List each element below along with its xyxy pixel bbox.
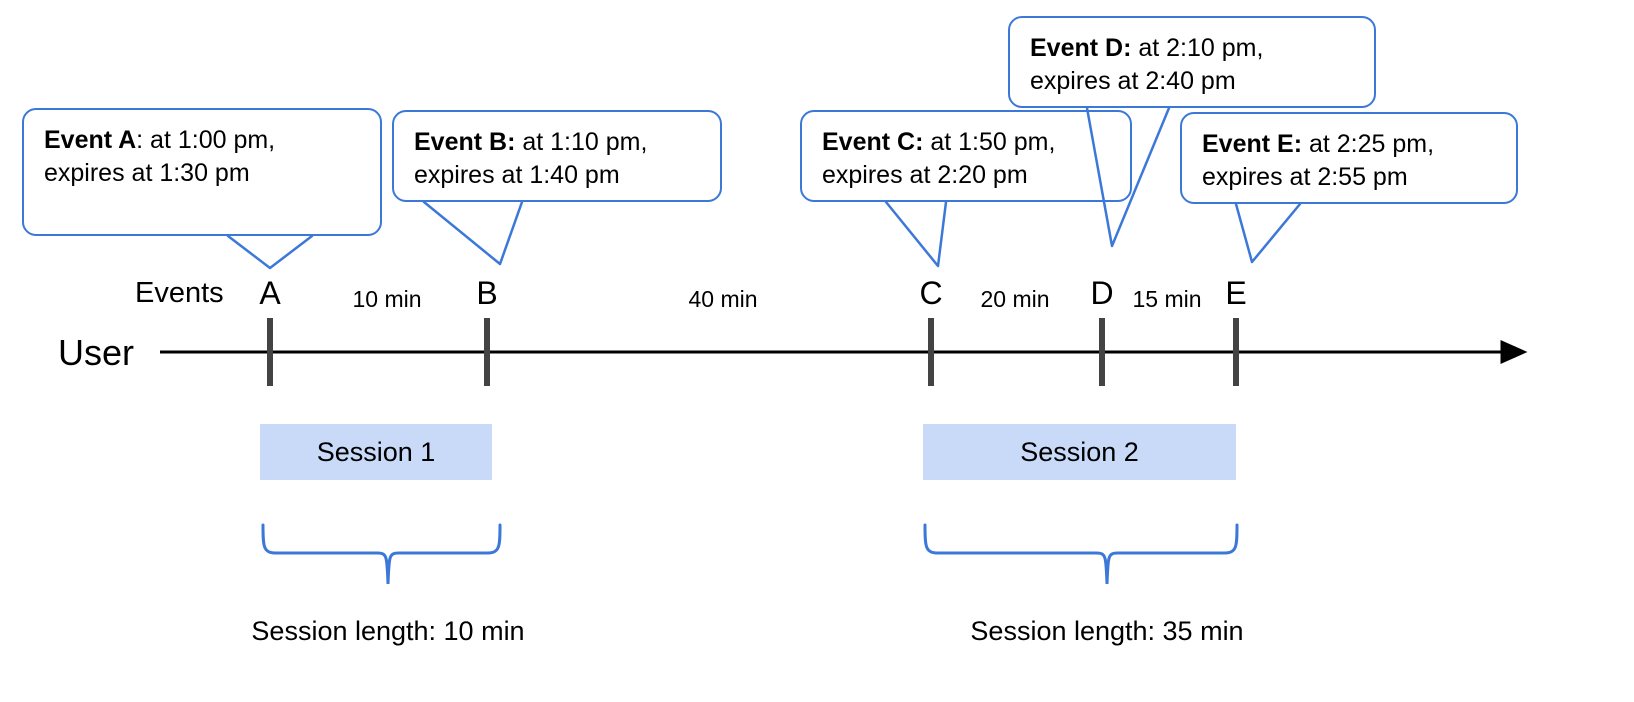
marker-label-a: A xyxy=(259,275,281,311)
callout-a-sep: : xyxy=(136,126,144,154)
callout-event-e: Event E: at 2:25 pm, expires at 2:55 pm xyxy=(1180,112,1518,204)
gap-label-d-e: 15 min xyxy=(1132,286,1202,312)
events-row-label: Events xyxy=(135,277,224,309)
callout-b-bold: Event B: xyxy=(414,128,516,156)
callout-b-rest: at 1:10 pm, xyxy=(515,128,648,156)
user-row-label: User xyxy=(58,332,135,373)
marker-label-d: D xyxy=(1090,275,1114,311)
callout-d-bold: Event D: xyxy=(1030,34,1132,62)
brace-session-1 xyxy=(261,523,502,585)
tail-event-a xyxy=(226,234,314,270)
session-2-length-caption: Session length: 35 min xyxy=(970,616,1244,646)
tail-event-d xyxy=(1085,106,1171,248)
callout-c-line1: Event C: at 1:50 pm, xyxy=(822,126,1112,159)
callout-d-line1: Event D: at 2:10 pm, xyxy=(1030,32,1356,65)
callout-b-line1: Event B: at 1:10 pm, xyxy=(414,126,702,159)
callout-d-rest: at 2:10 pm, xyxy=(1131,34,1264,62)
callout-e-rest: at 2:25 pm, xyxy=(1302,130,1435,158)
session-box-2: Session 2 xyxy=(923,424,1236,480)
callout-c-bold: Event C: xyxy=(822,128,924,156)
callout-e-bold: Event E: xyxy=(1202,130,1303,158)
callout-d-line2: expires at 2:40 pm xyxy=(1030,66,1236,95)
gap-label-a-b: 10 min xyxy=(352,286,422,312)
callout-event-b: Event B: at 1:10 pm, expires at 1:40 pm xyxy=(392,110,722,202)
callout-a-rest: at 1:00 pm, xyxy=(143,126,276,154)
callout-b-line2: expires at 1:40 pm xyxy=(414,160,620,189)
tail-event-b xyxy=(422,200,524,266)
callout-c-rest: at 1:50 pm, xyxy=(923,128,1056,156)
gap-label-b-c: 40 min xyxy=(688,286,758,312)
session-1-length-caption: Session length: 10 min xyxy=(251,616,525,646)
gap-label-c-d: 20 min xyxy=(980,286,1050,312)
marker-label-b: B xyxy=(476,275,498,311)
callout-a-line2: expires at 1:30 pm xyxy=(44,158,250,187)
callout-event-c: Event C: at 1:50 pm, expires at 2:20 pm xyxy=(800,110,1132,202)
brace-session-2 xyxy=(923,523,1239,585)
session-box-1: Session 1 xyxy=(260,424,492,480)
callout-a-bold: Event A xyxy=(44,126,137,154)
callout-a-line1: Event A: at 1:00 pm, xyxy=(44,124,362,157)
callout-event-a: Event A: at 1:00 pm, expires at 1:30 pm xyxy=(22,108,382,236)
callout-e-line2: expires at 2:55 pm xyxy=(1202,162,1408,191)
marker-label-e: E xyxy=(1225,275,1247,311)
session-box-1-label: Session 1 xyxy=(316,436,436,467)
callout-c-line2: expires at 2:20 pm xyxy=(822,160,1028,189)
marker-label-c: C xyxy=(919,275,943,311)
callout-event-d: Event D: at 2:10 pm, expires at 2:40 pm xyxy=(1008,16,1376,108)
session-box-2-label: Session 2 xyxy=(1020,436,1139,467)
tail-event-e xyxy=(1234,202,1302,264)
callout-e-line1: Event E: at 2:25 pm, xyxy=(1202,128,1498,161)
tail-event-c xyxy=(884,200,948,268)
axis-tick-group xyxy=(267,318,1239,386)
